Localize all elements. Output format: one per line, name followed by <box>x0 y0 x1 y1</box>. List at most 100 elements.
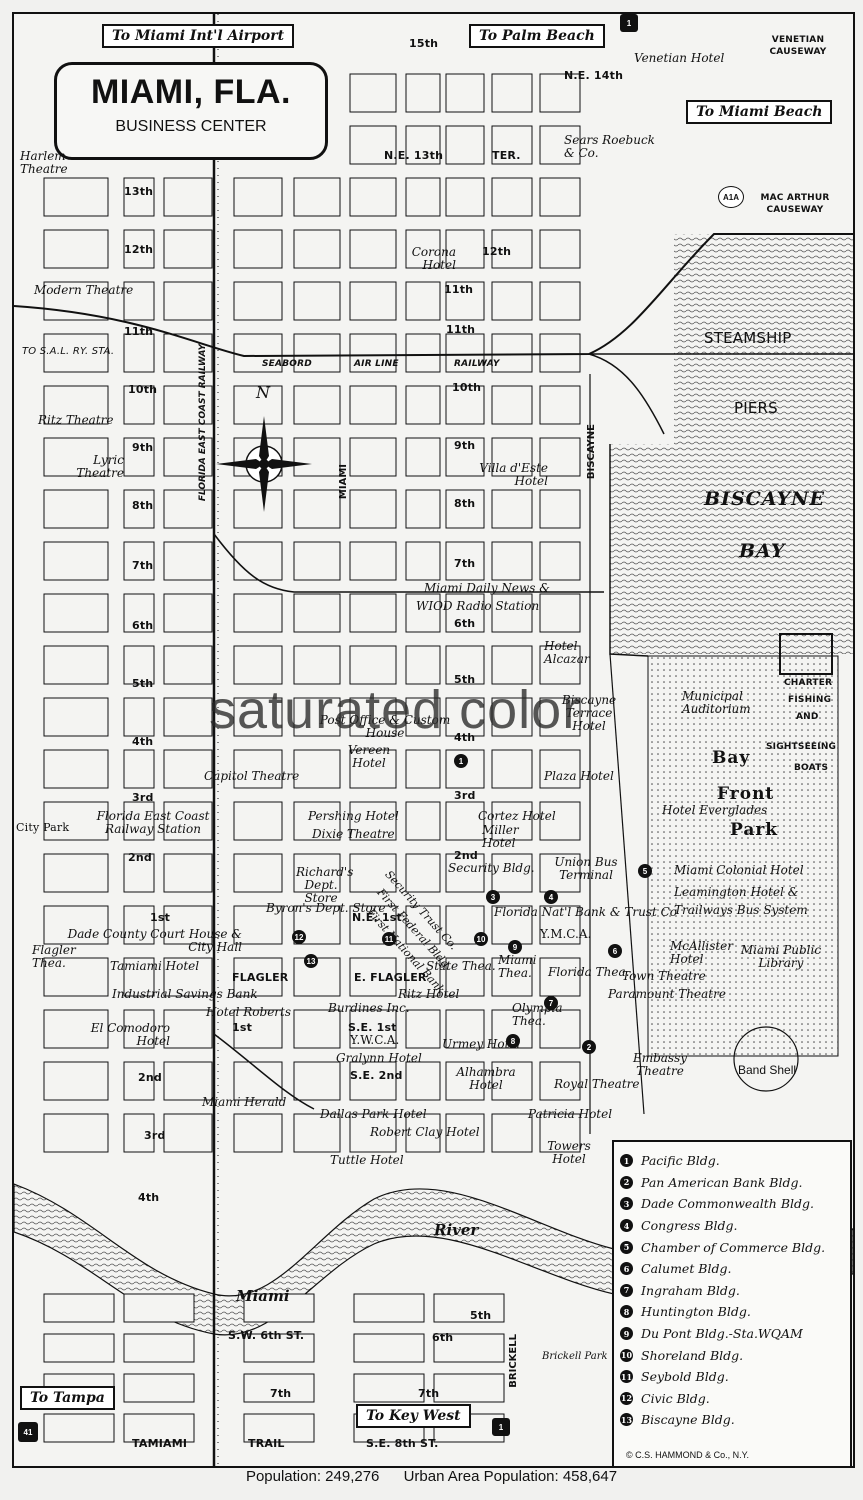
city-block <box>43 333 109 373</box>
city-block <box>491 229 533 269</box>
street-ne-12th: 12th <box>482 245 512 258</box>
city-block <box>293 177 341 217</box>
city-block <box>491 541 533 581</box>
city-block <box>233 229 283 269</box>
place-embassy: Embassy Theatre <box>632 1051 688 1078</box>
city-block <box>491 905 533 945</box>
map-credit: © C.S. HAMMOND & Co., N.Y. <box>626 1450 749 1460</box>
city-block <box>539 437 581 477</box>
city-block <box>123 541 155 581</box>
street-nw-8th: 8th <box>132 499 154 512</box>
city-block <box>43 957 109 997</box>
city-block <box>539 73 581 113</box>
city-block <box>43 1009 109 1049</box>
place-industrial: Industrial Savings Bank <box>112 987 258 1001</box>
place-dallas: Dallas Park Hotel <box>320 1107 427 1121</box>
street-ne-3rd: 3rd <box>454 789 476 802</box>
legend-label: Pan American Bank Bldg. <box>641 1174 803 1190</box>
place-robert-clay: Robert Clay Hotel <box>370 1125 480 1139</box>
sign-to-tampa: To Tampa <box>20 1386 115 1410</box>
city-block <box>293 385 341 425</box>
compass-rose <box>216 416 312 512</box>
city-block <box>445 437 485 477</box>
city-block <box>43 593 109 633</box>
city-block <box>349 1009 397 1049</box>
city-block <box>491 333 533 373</box>
city-block <box>43 229 109 269</box>
place-gralynn: Gralynn Hotel <box>336 1051 422 1065</box>
legend-label: Congress Bldg. <box>641 1218 738 1234</box>
city-block <box>539 1009 581 1049</box>
building-marker-9: 9 <box>508 940 522 954</box>
city-block <box>349 333 397 373</box>
city-block <box>405 1009 441 1049</box>
city-block <box>293 437 341 477</box>
city-block <box>163 697 213 737</box>
city-block <box>349 593 397 633</box>
legend-label: Calumet Bldg. <box>641 1261 732 1277</box>
street-n-11th: 11th <box>444 283 474 296</box>
legend-label: Pacific Bldg. <box>641 1153 720 1169</box>
place-biscayne-terrace: Biscayne Terrace Hotel <box>561 693 617 733</box>
street-ne-11th: 11th <box>446 323 476 336</box>
city-block <box>445 385 485 425</box>
charter-5: BOATS <box>794 763 829 773</box>
building-marker-5: 5 <box>638 864 652 878</box>
building-marker-13: 13 <box>304 954 318 968</box>
street-nw-9th: 9th <box>132 441 154 454</box>
city-block <box>405 697 441 737</box>
street-flagler-e: E. FLAGLER <box>354 971 427 984</box>
city-block <box>123 1113 155 1153</box>
city-block <box>123 905 155 945</box>
legend-label: Huntington Bldg. <box>641 1304 751 1320</box>
city-block <box>405 125 441 165</box>
city-block <box>405 801 441 841</box>
city-block <box>233 177 283 217</box>
street-nw-7th: 7th <box>132 559 154 572</box>
city-block <box>445 957 485 997</box>
city-block <box>163 1061 213 1101</box>
street-railway: RAILWAY <box>454 359 500 369</box>
city-block <box>405 489 441 529</box>
place-miami-thea: Miami Thea. <box>498 953 537 980</box>
building-marker-10: 10 <box>474 932 488 946</box>
city-block <box>233 489 283 529</box>
city-block <box>539 697 581 737</box>
bayfront-park-area <box>647 655 839 1057</box>
city-block <box>491 957 533 997</box>
city-block <box>123 281 155 321</box>
place-urmey: Urmey Hotel <box>442 1037 521 1051</box>
city-block <box>163 489 213 529</box>
city-block <box>233 281 283 321</box>
city-block <box>445 281 485 321</box>
place-alcazar: Hotel Alcazar <box>544 639 590 666</box>
city-block <box>349 905 397 945</box>
place-corona: Corona Hotel <box>411 245 456 272</box>
city-block <box>293 1113 341 1153</box>
city-block <box>293 645 341 685</box>
place-post-office: Post Office & Custom House <box>319 713 451 740</box>
city-block <box>293 1009 341 1049</box>
city-block <box>405 177 441 217</box>
street-ne-13th: N.E. 13th <box>384 149 444 162</box>
legend-number: 13 <box>620 1413 633 1427</box>
legend-number: 1 <box>620 1154 633 1168</box>
city-block <box>163 905 213 945</box>
place-capitol: Capitol Theatre <box>204 769 300 783</box>
city-block <box>43 645 109 685</box>
city-block <box>491 125 533 165</box>
city-block <box>491 801 533 841</box>
city-block <box>349 385 397 425</box>
place-library: Miami Public Library <box>740 943 822 970</box>
city-block <box>163 801 213 841</box>
city-block <box>491 437 533 477</box>
city-block <box>433 1333 505 1363</box>
building-marker-12: 12 <box>292 930 306 944</box>
street-15th: 15th <box>409 37 439 50</box>
city-block <box>539 541 581 581</box>
street-ne-2nd: 2nd <box>454 849 478 862</box>
city-block <box>123 1009 155 1049</box>
city-block <box>349 749 397 789</box>
us41-shield: 41 <box>18 1422 38 1442</box>
